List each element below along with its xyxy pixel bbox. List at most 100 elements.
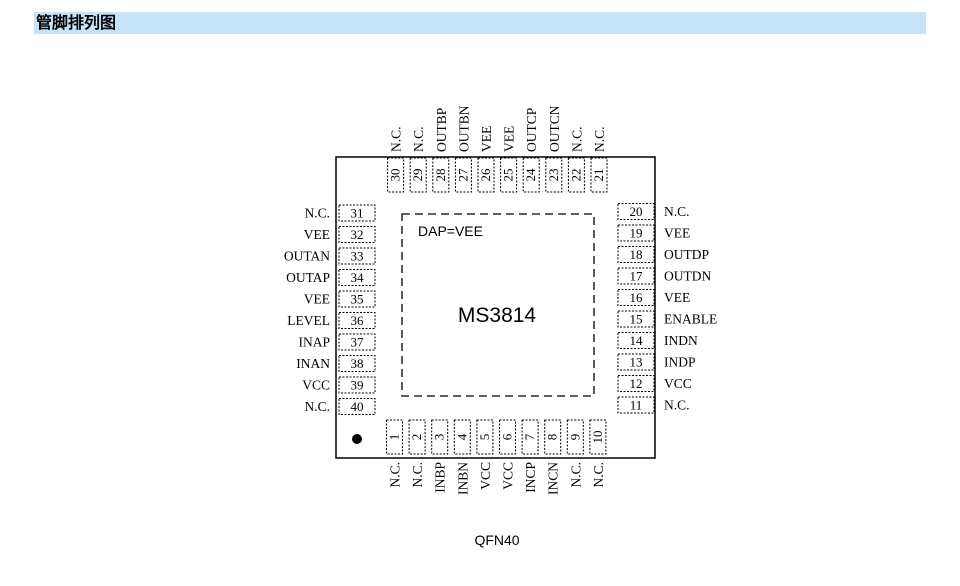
pin-18-number: 18	[630, 247, 643, 262]
pin-3-label: INBP	[433, 462, 448, 493]
pin-4-number: 4	[454, 433, 469, 440]
pin-25-label: VEE	[502, 126, 517, 152]
pin-33-label: OUTAN	[284, 249, 330, 264]
pin-36-pad	[338, 312, 376, 329]
pin-33-number: 33	[351, 249, 364, 264]
pin-12-pad	[617, 375, 655, 392]
pin-32-pad	[338, 226, 376, 243]
pin-37-label: INAP	[298, 335, 330, 350]
pin-17-pad	[617, 267, 655, 285]
pin-15-label: ENABLE	[664, 312, 717, 327]
pin-16-number: 16	[630, 290, 644, 305]
pin-5-number: 5	[477, 434, 492, 441]
pin-14-number: 14	[630, 333, 644, 348]
pin-7-label: INCP	[523, 462, 538, 493]
pin-19-pad	[617, 224, 655, 242]
pin-40-label: N.C.	[304, 399, 330, 414]
pin-4-pad	[453, 419, 471, 455]
pin-6-label: VCC	[501, 462, 516, 490]
pin-6-pad	[499, 419, 516, 455]
pin-8-label: INCN	[546, 462, 561, 495]
pin-36-label: LEVEL	[287, 313, 330, 328]
pins-group: 1N.C.2N.C.3INBP4INBN5VCC6VCC7INCP8INCN9N…	[284, 105, 717, 495]
pin-28-pad	[432, 157, 450, 193]
pin-1-number: 1	[387, 434, 402, 441]
pin-14-pad	[617, 332, 655, 349]
pin-18-pad	[617, 246, 655, 263]
pin-10-pad	[589, 419, 607, 455]
pin-21-label: N.C.	[592, 126, 607, 152]
pin-21-number: 21	[591, 169, 606, 182]
pin-22-pad	[567, 157, 585, 193]
pin-27-number: 27	[455, 168, 470, 182]
pin-38-label: INAN	[296, 356, 330, 371]
pin-2-label: N.C.	[410, 462, 425, 488]
pin-31-number: 31	[351, 206, 364, 221]
pin-34-pad	[338, 269, 376, 286]
pin-27-label: OUTBN	[456, 105, 471, 152]
pin-22-label: N.C.	[569, 126, 584, 152]
pin-29-label: N.C.	[411, 126, 426, 152]
pin-37-pad	[338, 333, 376, 351]
pin-8-number: 8	[545, 434, 560, 441]
pin-30-label: N.C.	[389, 126, 404, 152]
pin-13-pad	[617, 353, 655, 371]
pin-12-label: VCC	[664, 376, 692, 391]
part-number: MS3814	[458, 304, 537, 327]
pin-5-label: VCC	[478, 462, 493, 490]
pin-13-number: 13	[630, 355, 643, 370]
pin-2-number: 2	[409, 434, 424, 441]
pin-38-number: 38	[351, 356, 364, 371]
pin-27-pad	[454, 157, 472, 193]
pin-2-pad	[408, 419, 426, 455]
pin-32-label: VEE	[304, 227, 330, 242]
section-title: 管脚排列图	[36, 13, 117, 32]
pin-39-label: VCC	[302, 378, 330, 393]
pin-31-label: N.C.	[304, 206, 330, 221]
pin-39-number: 39	[351, 378, 364, 393]
pin-3-number: 3	[432, 434, 447, 441]
pin-11-number: 11	[630, 398, 643, 413]
pin-13-label: INDP	[664, 355, 696, 370]
pin-11-pad	[617, 396, 655, 414]
pin-1-pad	[386, 419, 403, 455]
pin-30-pad	[387, 157, 405, 193]
chip-body	[335, 156, 656, 459]
pin-29-pad	[409, 157, 427, 193]
pin-28-number: 28	[433, 169, 448, 182]
pin-14-label: INDN	[664, 333, 698, 348]
pin-32-number: 32	[351, 227, 364, 242]
pin-24-number: 24	[523, 168, 538, 182]
pin-38-pad	[338, 355, 376, 372]
pin-4-label: INBN	[455, 462, 470, 495]
pin-16-pad	[617, 289, 655, 306]
pin-9-number: 9	[567, 434, 582, 441]
package-label: QFN40	[474, 532, 519, 548]
pin-34-number: 34	[351, 270, 365, 285]
pin-22-number: 22	[568, 169, 583, 182]
pin-21-pad	[590, 157, 608, 193]
pin-20-label: N.C.	[664, 204, 690, 219]
pin-8-pad	[544, 419, 562, 455]
pin-34-label: OUTAP	[286, 270, 330, 285]
pin-6-number: 6	[500, 433, 515, 440]
pin-7-pad	[521, 419, 539, 455]
pin-20-number: 20	[630, 204, 643, 219]
pin-35-label: VEE	[304, 292, 330, 307]
pin-39-pad	[338, 376, 376, 394]
pin-35-pad	[338, 290, 376, 308]
pin-33-pad	[338, 247, 376, 265]
pin-37-number: 37	[351, 335, 365, 350]
pin-9-pad	[566, 419, 584, 455]
pin-17-number: 17	[630, 269, 644, 284]
dap-outline	[401, 213, 595, 397]
pin-30-number: 30	[388, 169, 403, 182]
pin1-marker	[352, 434, 362, 444]
pin-23-label: OUTCN	[547, 105, 562, 152]
pin-28-label: OUTBP	[434, 108, 449, 152]
pin-36-number: 36	[351, 313, 365, 328]
pin-17-label: OUTDN	[664, 269, 711, 284]
pin-25-pad	[500, 157, 518, 193]
pin-24-label: OUTCP	[524, 108, 539, 152]
